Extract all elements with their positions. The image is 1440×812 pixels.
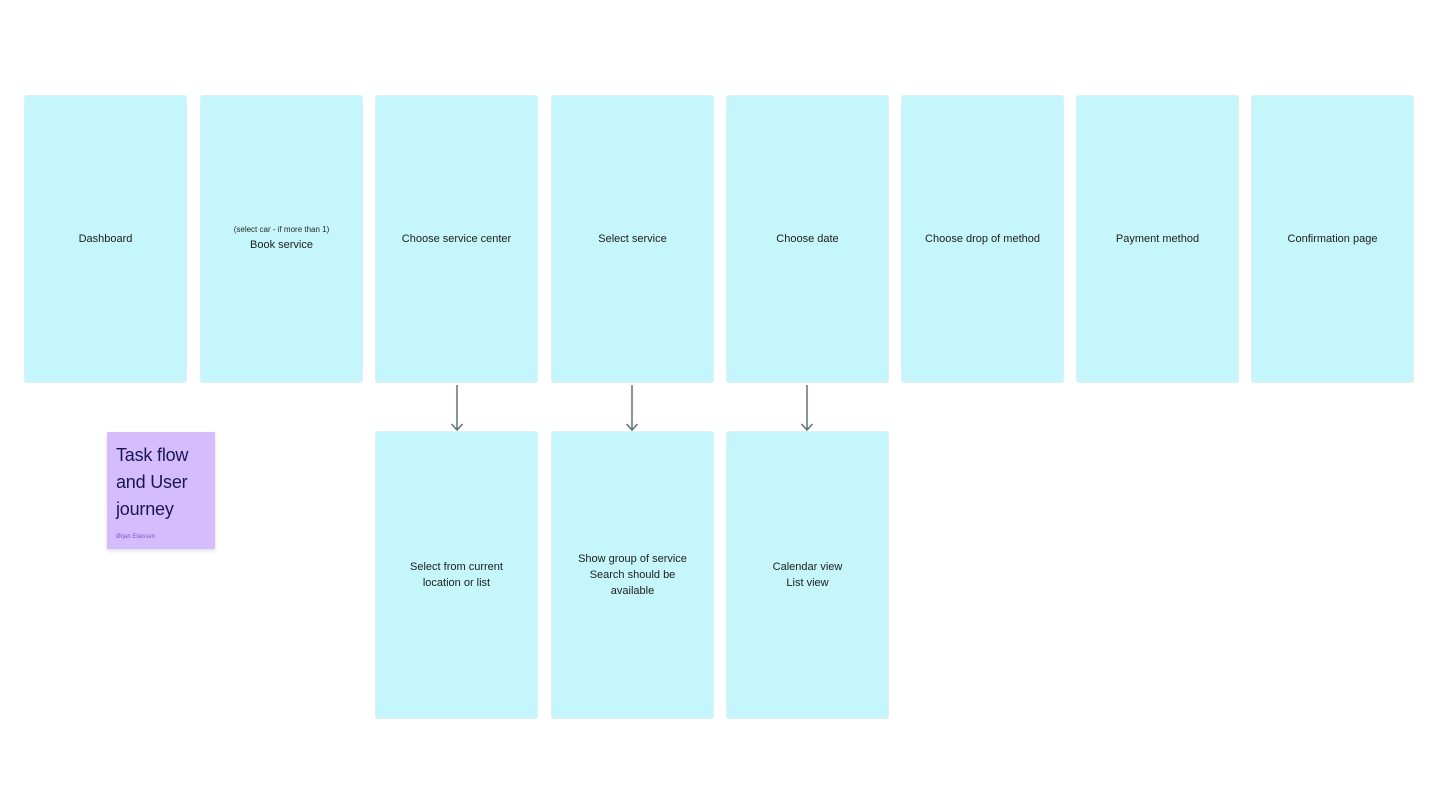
- detail-card-service-center[interactable]: Select from current location or list: [376, 432, 537, 718]
- flow-card-dashboard[interactable]: Dashboard: [25, 96, 186, 382]
- card-label: Select from current location or list: [410, 561, 503, 589]
- card-label: Show group of service Search should be a…: [578, 553, 687, 597]
- flow-card-choose-date[interactable]: Choose date: [727, 96, 888, 382]
- flow-card-payment-method[interactable]: Payment method: [1077, 96, 1238, 382]
- arrow-connector-choose-date: [800, 385, 814, 432]
- arrow-connector-select-service: [625, 385, 639, 432]
- flow-card-choose-service-center[interactable]: Choose service center: [376, 96, 537, 382]
- sticky-note-title: Task flow and User journey: [116, 445, 189, 519]
- card-label: Choose service center: [401, 233, 512, 245]
- arrow-connector-service-center: [450, 385, 464, 432]
- card-label: Dashboard: [78, 233, 133, 245]
- card-label: Payment method: [1115, 233, 1200, 245]
- detail-card-service-group[interactable]: Show group of service Search should be a…: [552, 432, 713, 718]
- detail-card-date-views[interactable]: Calendar view List view: [727, 432, 888, 718]
- flow-card-confirmation-page[interactable]: Confirmation page: [1252, 96, 1413, 382]
- card-label: Book service: [250, 239, 313, 251]
- card-label: Select service: [598, 233, 667, 245]
- card-label: Choose date: [776, 233, 839, 245]
- flow-card-choose-drop-method[interactable]: Choose drop of method: [902, 96, 1063, 382]
- flow-card-select-service[interactable]: Select service: [552, 96, 713, 382]
- card-label: Calendar view List view: [772, 561, 843, 589]
- sticky-note[interactable]: Task flow and User journey Ørjan Eliasse…: [107, 432, 215, 549]
- sticky-note-author: Ørjan Eliassen: [116, 534, 156, 540]
- card-label: Confirmation page: [1287, 233, 1378, 245]
- flow-card-book-service[interactable]: (select car - if more than 1) Book servi…: [201, 96, 362, 382]
- card-label: Choose drop of method: [925, 233, 1040, 245]
- card-note: (select car - if more than 1): [233, 225, 330, 234]
